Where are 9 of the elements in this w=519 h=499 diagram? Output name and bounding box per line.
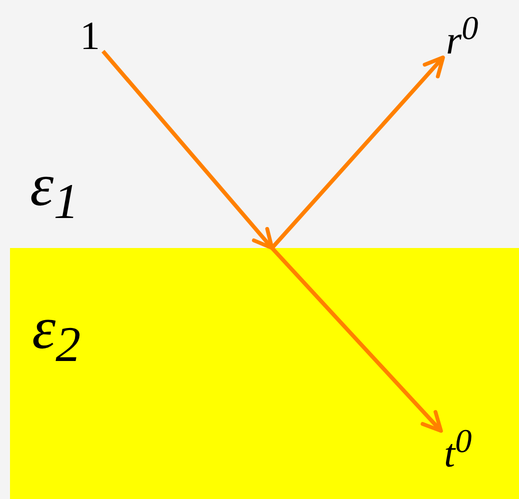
wave-label: 1 <box>80 16 100 56</box>
wave-arrow <box>270 56 445 250</box>
wave-label: r$^{0}$ <box>446 12 478 60</box>
wave-arrow <box>270 246 443 433</box>
permittivity-label: ε$_{2}$ <box>32 298 81 369</box>
medium-region <box>10 248 519 499</box>
permittivity-label: ε$_{1}$ <box>30 155 79 226</box>
wave-label: t$^{0}$ <box>444 425 472 474</box>
wave-arrow <box>101 50 274 250</box>
